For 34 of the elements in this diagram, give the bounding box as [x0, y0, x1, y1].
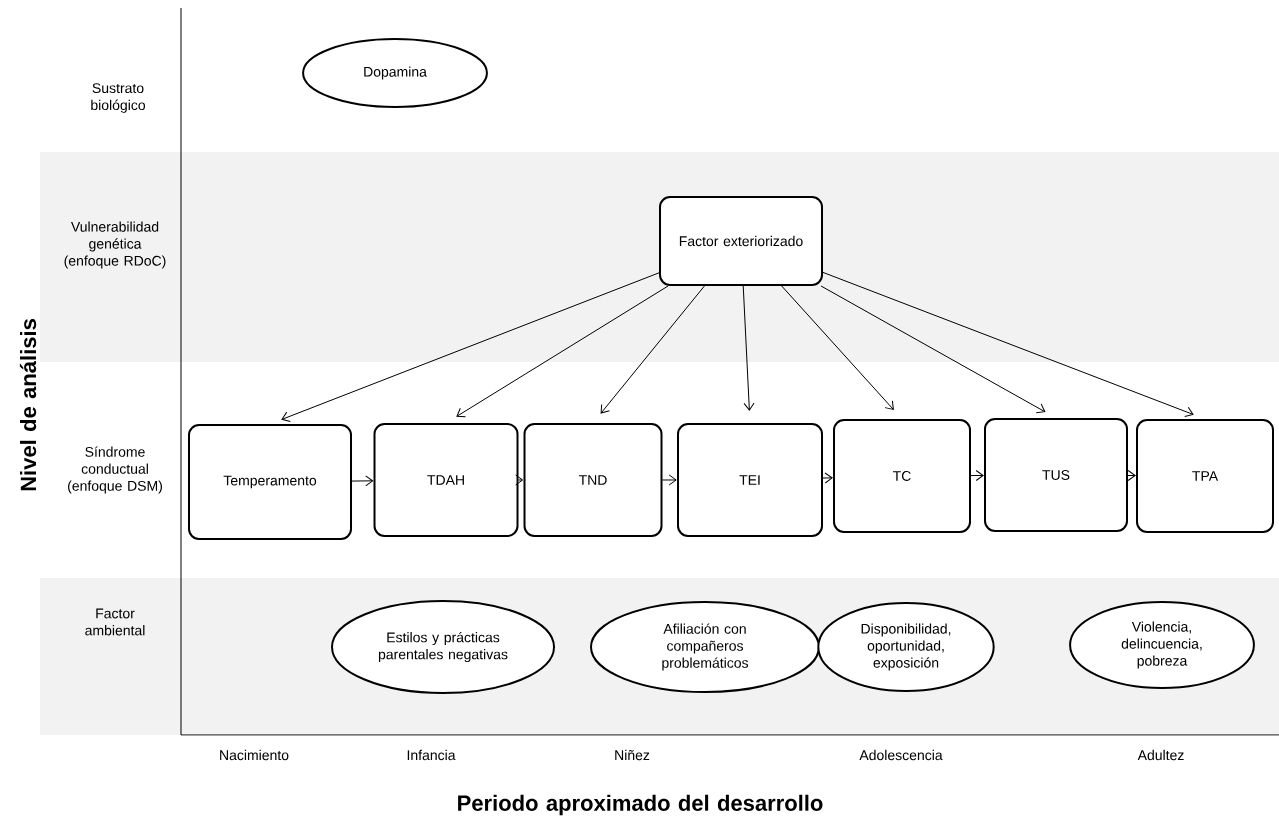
rounded-box: TND	[523, 423, 663, 537]
arrow	[662, 474, 677, 486]
rounded-box: TDAH	[373, 423, 519, 537]
row-label: Sustrato biológico	[91, 83, 146, 113]
arrow	[281, 272, 660, 422]
arrow	[970, 470, 984, 481]
rounded-box: TUS	[984, 418, 1128, 532]
ellipse-node: Dopamina	[302, 38, 488, 108]
row-label: Vulnerabilidad genética (enfoque RDoC)	[64, 221, 166, 269]
rounded-box: Temperamento	[188, 424, 352, 540]
rounded-box: TEI	[677, 423, 823, 537]
period-label: Niñez	[615, 749, 650, 761]
row-label: Factor ambiental	[85, 608, 145, 636]
arrow	[742, 285, 755, 411]
ellipse-node: Disponibilidad, oportunidad, exposición	[817, 602, 995, 692]
arrow	[351, 475, 374, 487]
period-label: Adultez	[1137, 749, 1184, 761]
period-label: Infancia	[407, 749, 456, 761]
arrow	[781, 285, 894, 410]
ellipse-node: Estilos y prácticas parentales negativas	[331, 600, 555, 694]
period-label: Adolescencia	[859, 749, 943, 761]
arrow	[820, 285, 1046, 414]
arrow	[822, 271, 1194, 418]
ellipse-node: Violencia, delincuencia, pobreza	[1069, 601, 1255, 689]
rounded-box: Factor exteriorizado	[659, 196, 823, 286]
axis-title: Nivel de análisis	[19, 319, 37, 491]
ellipse-node: Afiliación con compañeros problemáticos	[590, 601, 820, 693]
period-label: Nacimiento	[220, 749, 289, 761]
arrow	[600, 285, 705, 414]
rounded-box: TC	[833, 419, 971, 533]
rounded-box: TPA	[1136, 419, 1274, 533]
arrow	[456, 285, 669, 418]
row-label: Síndrome conductual (enfoque DSM)	[68, 446, 162, 494]
axis-title: Periodo aproximado del desarrollo	[458, 794, 823, 816]
